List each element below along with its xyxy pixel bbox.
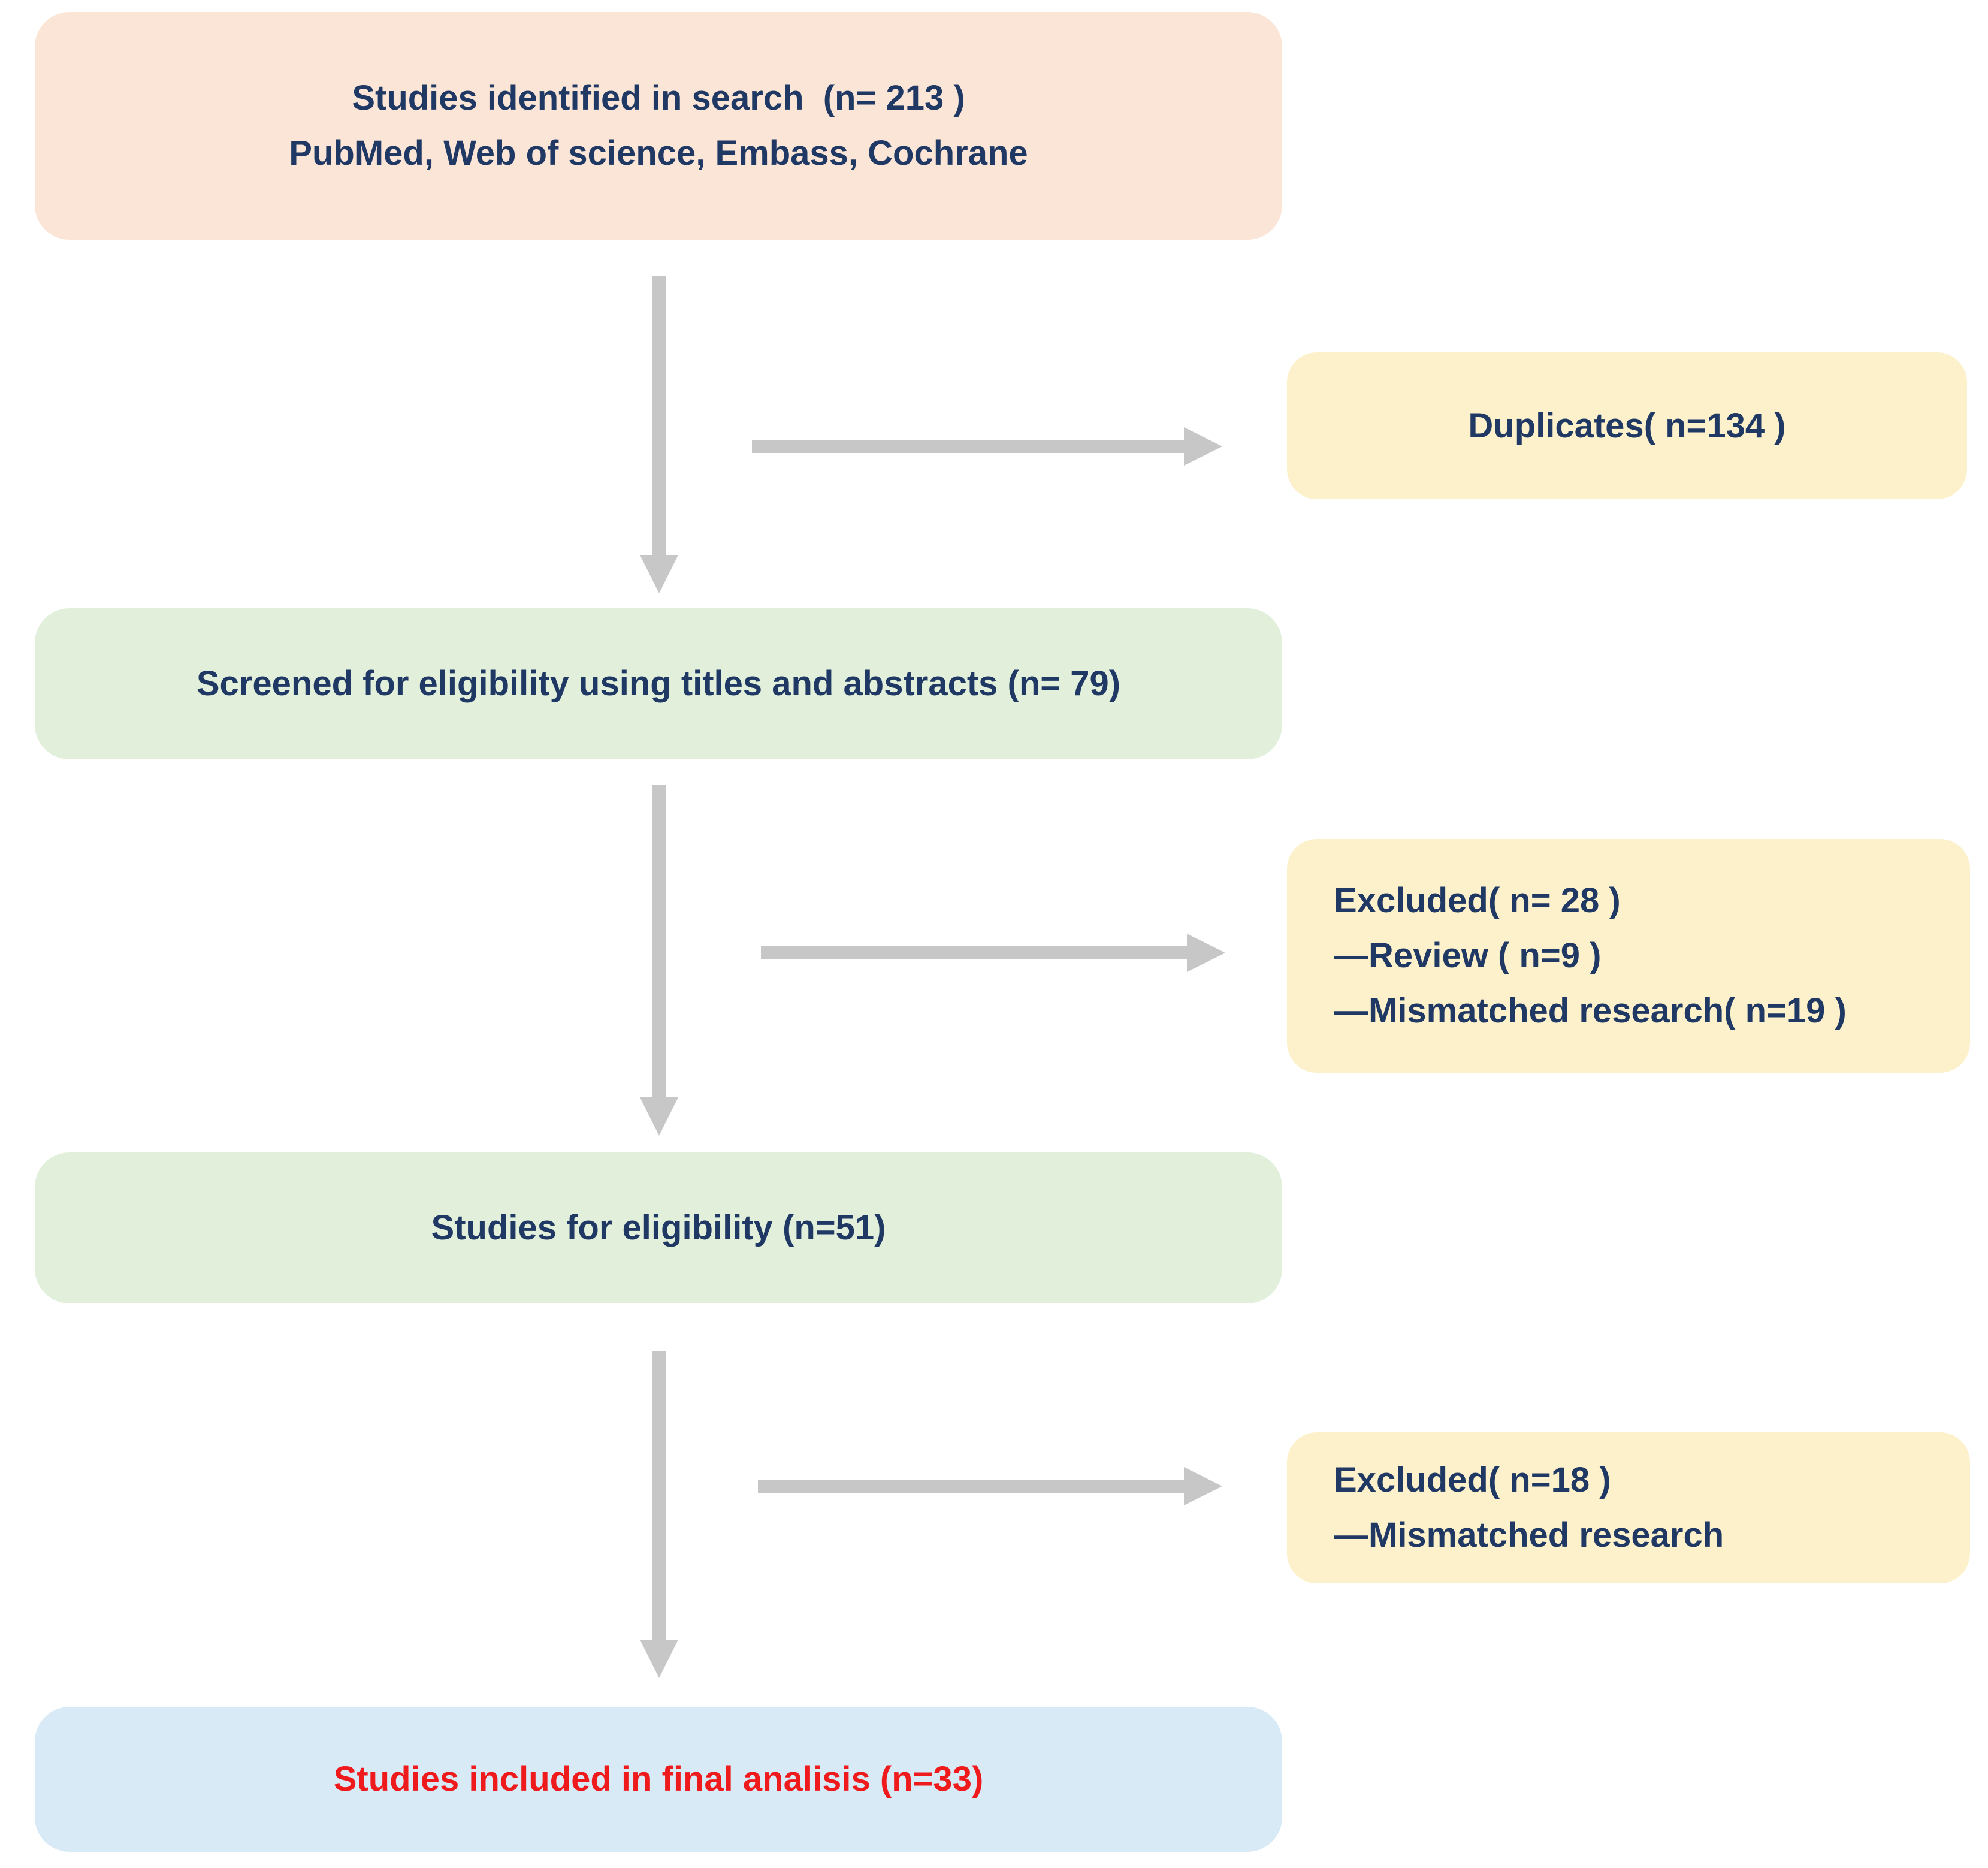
node-studies-identified-line2: PubMed, Web of science, Embass, Cochrane: [289, 134, 1028, 173]
node-included-final-label: Studies included in final analisis (n=33…: [333, 1760, 984, 1798]
node-excluded-eligibility-line1: Excluded( n=18 ): [1334, 1460, 1611, 1499]
node-screened-label: Screened for eligibility using titles an…: [196, 664, 1121, 703]
arrow-shaft: [758, 1480, 1184, 1493]
node-excluded-screening-line2: —Review ( n=9 ): [1334, 936, 1602, 975]
node-duplicates-label: Duplicates( n=134 ): [1468, 406, 1786, 445]
arrow-shaft: [752, 440, 1184, 453]
node-excluded-screening: Excluded( n= 28 ) —Review ( n=9 ) —Misma…: [1287, 839, 1970, 1073]
node-studies-identified-line1: Studies identified in search (n= 213 ): [352, 79, 965, 117]
arrow-head-down-icon: [640, 555, 678, 593]
arrow-shaft: [652, 1351, 666, 1640]
arrow-eligibility-to-included: [640, 1351, 678, 1678]
arrow-head-right-icon: [1187, 934, 1225, 972]
arrow-shaft: [761, 946, 1187, 959]
node-eligibility: Studies for eligibility (n=51): [35, 1152, 1282, 1303]
arrow-shaft: [652, 785, 666, 1097]
arrow-identified-to-duplicates: [752, 427, 1222, 466]
node-excluded-eligibility-line2: —Mismatched research: [1334, 1516, 1724, 1555]
node-duplicates: Duplicates( n=134 ): [1287, 352, 1967, 499]
arrow-screened-to-excluded: [761, 934, 1225, 972]
arrow-head-down-icon: [640, 1097, 678, 1136]
node-studies-identified: Studies identified in search (n= 213 ) P…: [35, 12, 1282, 240]
node-included-final: Studies included in final analisis (n=33…: [35, 1707, 1282, 1852]
arrow-head-right-icon: [1184, 427, 1222, 466]
node-excluded-screening-line1: Excluded( n= 28 ): [1334, 881, 1621, 920]
arrow-head-down-icon: [640, 1640, 678, 1678]
arrow-screened-to-eligibility: [640, 785, 678, 1136]
arrow-shaft: [652, 276, 666, 555]
node-excluded-screening-line3: —Mismatched research( n=19 ): [1334, 991, 1847, 1030]
arrow-eligibility-to-excluded: [758, 1467, 1222, 1505]
arrow-identified-to-screened: [640, 276, 678, 593]
node-eligibility-label: Studies for eligibility (n=51): [431, 1208, 886, 1247]
node-screened: Screened for eligibility using titles an…: [35, 608, 1282, 759]
arrow-head-right-icon: [1184, 1467, 1222, 1505]
node-excluded-eligibility: Excluded( n=18 ) —Mismatched research: [1287, 1432, 1970, 1583]
